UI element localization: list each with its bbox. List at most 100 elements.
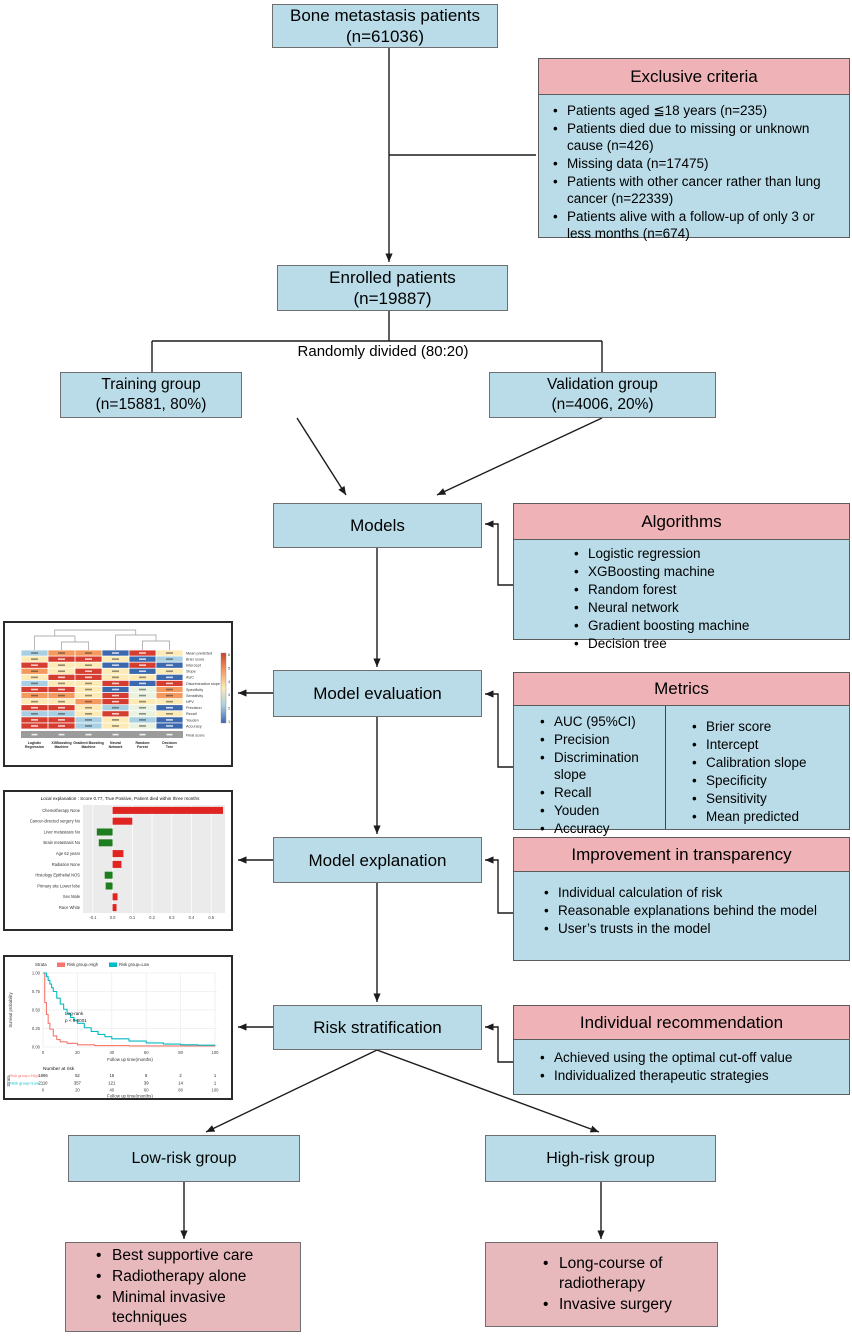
list-item: Long-course of radiotherapy [541, 1254, 713, 1294]
randomly-divided-label: Randomly divided (80:20) [297, 343, 469, 360]
svg-text:Accuracy: Accuracy [186, 724, 202, 728]
list-item: Invasive surgery [541, 1295, 713, 1315]
svg-text:0.2: 0.2 [149, 915, 155, 920]
box-count: (n=19887) [353, 289, 432, 308]
list-item: User’s trusts in the model [542, 920, 841, 937]
list-item: Patients died due to missing or unknown … [551, 120, 841, 154]
svg-text:Risk group=High: Risk group=High [9, 1073, 39, 1078]
svg-text:100: 100 [212, 1050, 220, 1055]
svg-text:1896: 1896 [38, 1073, 48, 1078]
svg-text:Slope: Slope [186, 670, 196, 674]
svg-text:AUC: AUC [186, 676, 194, 680]
panel-exclusive-criteria: Exclusive criteria Patients aged ≦18 yea… [538, 58, 850, 241]
svg-text:Strata: Strata [6, 1075, 11, 1087]
svg-text:Risk group=Low: Risk group=Low [119, 962, 150, 967]
box-validation-group: Validation group (n=4006, 20%) [489, 372, 716, 418]
svg-text:Liver metastasis No: Liver metastasis No [44, 829, 81, 834]
svg-text:0.4: 0.4 [189, 915, 195, 920]
svg-text:357: 357 [74, 1081, 82, 1086]
svg-text:Primary site Lower lobe: Primary site Lower lobe [37, 883, 80, 888]
list-item: XGBoosting machine [572, 563, 841, 580]
list-item: Individualized therapeutic strategies [538, 1067, 841, 1084]
box-model-explanation: Model explanation [273, 837, 482, 883]
svg-text:2110: 2110 [38, 1081, 48, 1086]
box-count: (n=4006, 20%) [551, 396, 654, 413]
svg-text:20: 20 [75, 1050, 80, 1055]
svg-text:Precision: Precision [186, 706, 202, 710]
box-title: Bone metastasis patients [290, 6, 480, 25]
svg-text:Histology Epithelial NOS: Histology Epithelial NOS [35, 873, 80, 878]
svg-text:100: 100 [212, 1088, 220, 1093]
svg-text:Brier score: Brier score [186, 658, 204, 662]
svg-text:Risk group=Low: Risk group=Low [10, 1081, 39, 1086]
svg-text:121: 121 [108, 1081, 116, 1086]
svg-text:0.5: 0.5 [208, 915, 214, 920]
svg-text:Youden: Youden [186, 718, 199, 722]
svg-text:Cancer-directed surgery No: Cancer-directed surgery No [30, 819, 81, 824]
svg-text:Chemotherapy None: Chemotherapy None [42, 808, 80, 813]
svg-text:0.1: 0.1 [129, 915, 135, 920]
box-title: Models [350, 516, 405, 535]
list-item: Specificity [690, 772, 841, 789]
svg-text:Log-rank: Log-rank [65, 1011, 84, 1016]
panel-algorithms: Algorithms Logistic regressionXGBoosting… [513, 503, 850, 652]
list-item: Reasonable explanations behind the model [542, 902, 841, 919]
svg-text:0: 0 [42, 1050, 45, 1055]
svg-text:Discrimination slope: Discrimination slope [186, 682, 220, 686]
svg-text:14: 14 [178, 1081, 183, 1086]
svg-text:0.75: 0.75 [32, 989, 41, 994]
svg-text:NPV: NPV [186, 700, 194, 704]
svg-text:60: 60 [144, 1050, 149, 1055]
svg-text:40: 40 [109, 1088, 114, 1093]
svg-text:Specificity: Specificity [186, 688, 203, 692]
high-risk-treatment-list: Long-course of radiotherapyInvasive surg… [486, 1254, 717, 1316]
svg-text:Age 62 years: Age 62 years [56, 851, 80, 856]
list-item: Neural network [572, 599, 841, 616]
panel-recommendation: Individual recommendation Achieved using… [513, 1005, 850, 1095]
svg-text:60: 60 [144, 1088, 149, 1093]
svg-text:1: 1 [214, 1073, 217, 1078]
metrics-left-column: AUC (95%CI)PrecisionDiscrimination slope… [514, 706, 666, 837]
list-item: Radiotherapy alone [94, 1267, 296, 1287]
svg-text:Brain metastasis No: Brain metastasis No [43, 840, 80, 845]
list-item: Patients alive with a follow-up of only … [551, 208, 841, 242]
box-training-group: Training group (n=15881, 80%) [60, 372, 242, 418]
recommendation-list: Achieved using the optimal cut-off value… [514, 1049, 849, 1091]
panel-header: Individual recommendation [514, 1006, 849, 1040]
svg-text:3: 3 [228, 693, 230, 697]
svg-text:Sex Male: Sex Male [63, 894, 81, 899]
list-item: Logistic regression [572, 545, 841, 562]
list-item: AUC (95%CI) [538, 713, 657, 730]
svg-text:Machine: Machine [81, 745, 95, 749]
list-item: Youden [538, 802, 657, 819]
box-count: (n=61036) [346, 27, 424, 46]
svg-text:p < 0.0001: p < 0.0001 [65, 1018, 87, 1023]
svg-text:6: 6 [228, 653, 230, 657]
list-item: Calibration slope [690, 754, 841, 771]
box-title: Model evaluation [313, 684, 442, 703]
box-count: (n=15881, 80%) [95, 396, 207, 413]
svg-text:1: 1 [228, 720, 230, 724]
svg-text:Machine: Machine [54, 745, 68, 749]
algorithms-list: Logistic regressionXGBoosting machineRan… [514, 545, 849, 659]
svg-text:Regression: Regression [25, 745, 44, 749]
svg-text:Follow up time(months): Follow up time(months) [107, 1057, 153, 1062]
panel-metrics: Metrics AUC (95%CI)PrecisionDiscriminati… [513, 672, 850, 837]
box-risk-stratification: Risk stratification [273, 1005, 482, 1050]
svg-text:39: 39 [144, 1081, 149, 1086]
local-explanation-thumbnail: Local explanation : Score 0.77, True Pos… [3, 790, 233, 931]
svg-text:0.50: 0.50 [32, 1008, 41, 1013]
box-enrolled-patients: Enrolled patients (n=19887) [277, 265, 508, 311]
box-low-risk-treatment: Best supportive careRadiotherapy aloneMi… [65, 1242, 301, 1332]
svg-text:Risk group=High: Risk group=High [67, 962, 99, 967]
list-item: Gradient boosting machine [572, 617, 841, 634]
list-item: Minimal invasive techniques [94, 1288, 296, 1328]
svg-text:Decision: Decision [162, 741, 177, 745]
list-item: Accuracy [538, 820, 657, 837]
svg-text:Number at risk: Number at risk [43, 1066, 75, 1072]
svg-text:4: 4 [228, 680, 230, 684]
box-low-risk-group: Low-risk group [68, 1135, 300, 1182]
svg-text:Radiation None: Radiation None [52, 862, 81, 867]
svg-text:-0.1: -0.1 [89, 915, 97, 920]
